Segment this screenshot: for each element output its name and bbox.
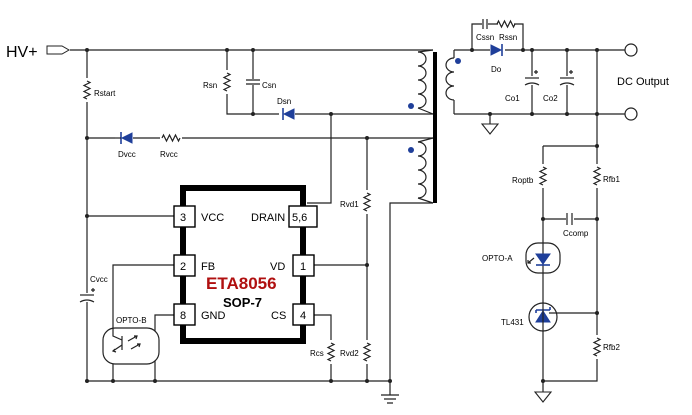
feedback-ground-symbol xyxy=(533,391,553,403)
rsn-label: Rsn xyxy=(203,81,217,90)
roptb-label: Roptb xyxy=(512,176,534,185)
ccomp-label: Ccomp xyxy=(563,229,589,238)
ic-pin-5-6-number: 5,6 xyxy=(292,212,307,224)
opto-b-phototransistor xyxy=(102,316,160,365)
ic-pin-8 xyxy=(173,303,196,326)
ic-pin-1-name: VD xyxy=(270,261,285,273)
rssn-resistor xyxy=(496,20,516,28)
rvd1-label: Rvd1 xyxy=(340,200,359,209)
output-terminal-positive xyxy=(624,43,638,57)
csn-label: Csn xyxy=(262,81,276,90)
cvcc-label: Cvcc xyxy=(90,275,108,284)
ic-pin-4-number: 4 xyxy=(300,310,306,322)
dc-output-label: DC Output xyxy=(617,76,669,88)
ic-pin-8-name: GND xyxy=(201,310,226,322)
rfb1-label: Rfb1 xyxy=(603,175,620,184)
output-terminal-negative xyxy=(624,107,638,121)
ic-pin-5-6 xyxy=(288,205,318,228)
rfb2-label: Rfb2 xyxy=(603,343,620,352)
ic-pin-2-number: 2 xyxy=(180,261,186,273)
co1-capacitor xyxy=(524,70,540,86)
rssn-label: Rssn xyxy=(499,33,517,42)
cssn-capacitor xyxy=(482,19,488,29)
ic-pin-5-6-name: DRAIN xyxy=(251,212,285,224)
ic-package: SOP-7 xyxy=(223,295,262,310)
dsn-label: Dsn xyxy=(277,97,291,106)
ic-part-number: ETA8056 xyxy=(206,274,277,293)
cvcc-capacitor xyxy=(79,288,95,303)
rvd2-label: Rvd2 xyxy=(340,349,359,358)
opto-a-led xyxy=(525,242,561,274)
tl431-regulator xyxy=(528,302,597,332)
primary-ground-symbol xyxy=(381,394,399,404)
csn-capacitor xyxy=(246,79,260,85)
co2-label: Co2 xyxy=(543,94,558,103)
ic-pin-1 xyxy=(292,254,315,277)
co2-capacitor xyxy=(559,70,575,86)
ic-pin-3-number: 3 xyxy=(180,212,186,224)
ic-pin-2-name: FB xyxy=(201,261,215,273)
ic-pin-1-number: 1 xyxy=(300,261,306,273)
rvcc-label: Rvcc xyxy=(160,150,178,159)
rstart-label: Rstart xyxy=(94,89,116,98)
secondary-ground-symbol xyxy=(480,123,500,135)
hv-input-connector xyxy=(46,45,71,55)
ccomp-capacitor xyxy=(566,213,573,225)
rcs-label: Rcs xyxy=(310,349,324,358)
opto-a-label: OPTO-A xyxy=(482,254,513,263)
co1-label: Co1 xyxy=(505,94,520,103)
do-diode xyxy=(490,44,503,56)
ic-pin-3-name: VCC xyxy=(201,212,224,224)
do-label: Do xyxy=(491,65,502,74)
dsn-diode xyxy=(279,108,295,120)
ic-pin-2 xyxy=(173,254,196,277)
ic-pin-8-number: 8 xyxy=(180,310,186,322)
ic-pin-4-name: CS xyxy=(271,310,286,322)
ic-pin-4 xyxy=(292,303,315,326)
opto-b-label: OPTO-B xyxy=(116,316,147,325)
ic-pin-3 xyxy=(173,205,196,228)
junction-dots xyxy=(85,48,392,383)
transformer xyxy=(408,49,461,204)
hv-input-label: HV+ xyxy=(6,44,38,61)
cssn-label: Cssn xyxy=(476,33,494,42)
secondary-junction-dots xyxy=(470,48,599,383)
dvcc-diode xyxy=(115,132,133,144)
dvcc-label: Dvcc xyxy=(118,150,136,159)
tl431-label: TL431 xyxy=(501,318,524,327)
